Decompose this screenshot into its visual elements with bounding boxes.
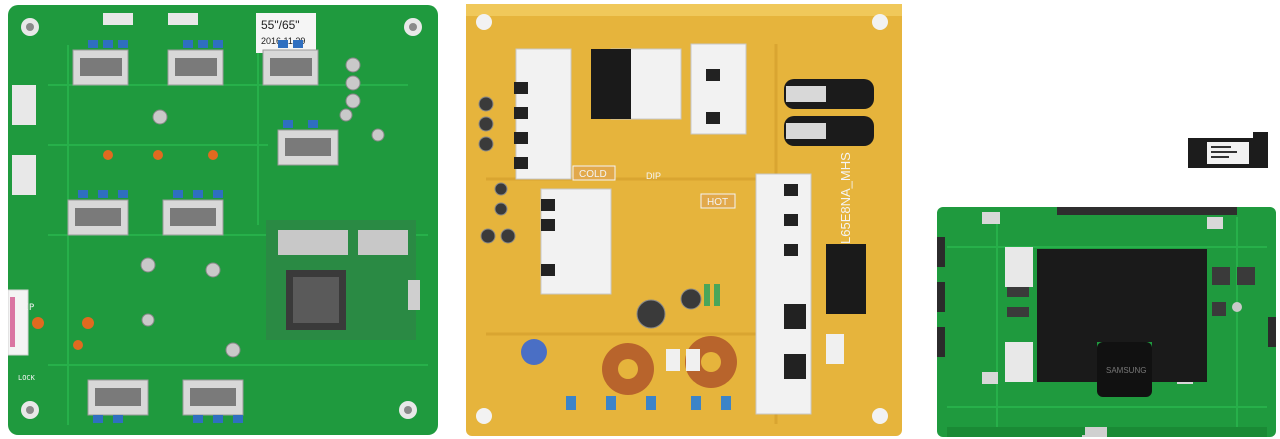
- lock-mark: LOCK: [18, 374, 36, 382]
- power-supply-board: COLD HOT DIP L65E8NA_MHS: [466, 4, 902, 436]
- size-label: 55"/65": [261, 18, 300, 32]
- dip-mark-psu: DIP: [646, 171, 661, 181]
- dip-mark: DIP: [18, 303, 35, 313]
- cold-mark: COLD: [579, 169, 607, 180]
- main-board: SAMSUNG: [937, 207, 1276, 437]
- led-driver-board: 55"/65" 2016.11.29: [8, 5, 438, 435]
- model-text: L65E8NA_MHS: [838, 152, 853, 244]
- wifi-module: [1183, 128, 1273, 173]
- hot-mark: HOT: [707, 197, 728, 208]
- shield-logo: SAMSUNG: [1106, 366, 1146, 375]
